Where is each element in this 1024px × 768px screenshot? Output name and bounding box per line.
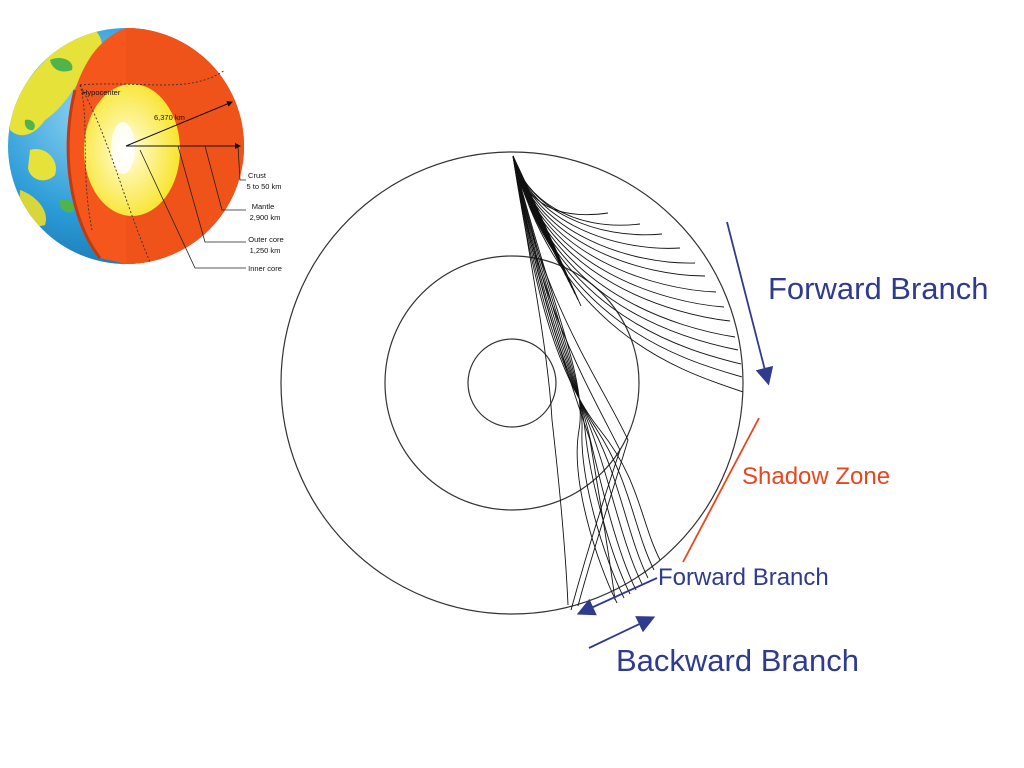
ray-path xyxy=(512,155,625,599)
ray-path xyxy=(512,155,744,393)
earth-cutaway-illustration: Hypocenter 6,370 km Crust 5 to 50 km Man… xyxy=(8,28,284,273)
shadow-zone-line xyxy=(682,417,760,563)
forward-branch-top-label: Forward Branch xyxy=(768,271,989,306)
earth-radius-label: 6,370 km xyxy=(154,113,185,122)
forward-branch-bottom-arrow xyxy=(576,577,658,616)
ray-path xyxy=(512,155,618,604)
crust-thickness: 5 to 50 km xyxy=(246,182,281,191)
ray-path xyxy=(512,155,631,595)
crust-label: Crust xyxy=(248,171,267,180)
ray-path xyxy=(512,155,569,606)
seismic-rays xyxy=(512,155,744,611)
hypocenter-label: Hypocenter xyxy=(82,88,121,97)
mantle-label: Mantle xyxy=(252,202,275,211)
outer-core-circle xyxy=(384,255,640,511)
ray-path xyxy=(512,155,742,365)
ray-path xyxy=(512,155,655,571)
backward-branch-arrow xyxy=(588,616,656,649)
backward-branch-label: Backward Branch xyxy=(616,643,859,678)
ray-path xyxy=(512,155,696,264)
ray-path xyxy=(512,155,621,611)
ray-path xyxy=(512,155,582,307)
ray-path xyxy=(512,155,661,561)
shadow-zone-label: Shadow Zone xyxy=(742,463,891,490)
ray-path-diagram xyxy=(280,151,744,615)
inner-core-circle xyxy=(467,338,557,428)
outer-core-label: Outer core xyxy=(248,235,283,244)
ray-path xyxy=(512,155,643,585)
ray-path xyxy=(512,155,743,378)
mantle-thickness: 2,900 km xyxy=(250,213,281,222)
forward-branch-top-arrow xyxy=(726,221,774,386)
ray-path xyxy=(512,155,637,591)
inner-core xyxy=(111,122,135,174)
outer-core-thickness: 1,250 km xyxy=(250,246,281,255)
inner-core-label: Inner core xyxy=(248,264,282,273)
ray-path xyxy=(512,155,739,351)
ray-path xyxy=(512,155,663,236)
forward-branch-bottom-label: Forward Branch xyxy=(658,564,829,591)
ray-path xyxy=(512,155,616,601)
ray-path xyxy=(512,155,629,607)
earth-surface-circle xyxy=(280,151,744,615)
